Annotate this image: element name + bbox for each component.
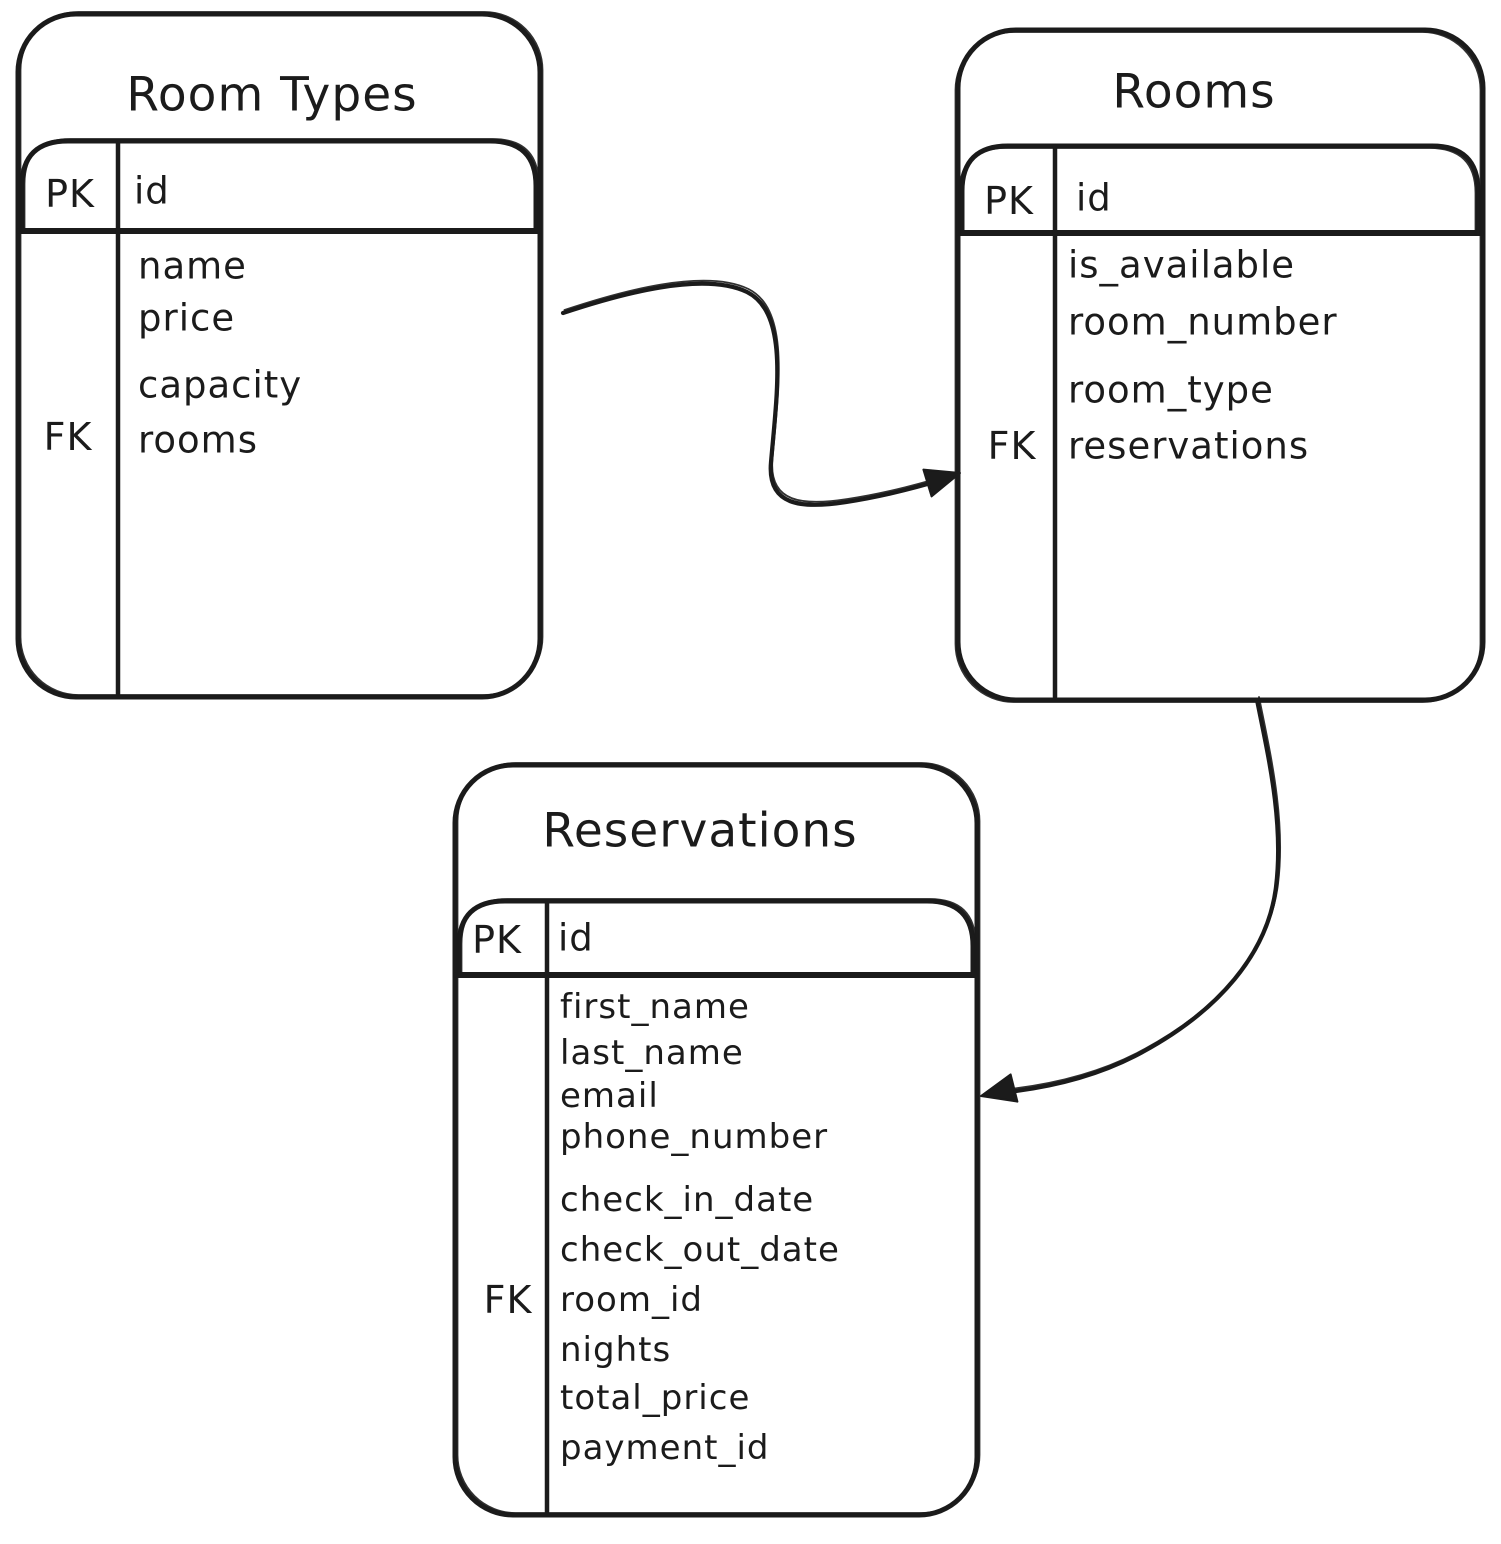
field-room-type: room_type [1068, 368, 1274, 412]
table-title-rooms: Rooms [1112, 64, 1276, 120]
field-room-id: room_id [560, 1280, 703, 1320]
field-capacity: capacity [138, 363, 303, 407]
field-rooms: rooms [138, 418, 258, 462]
field-email: email [560, 1076, 659, 1116]
pk-label: PK [45, 172, 95, 216]
field-check-in-date: check_in_date [560, 1180, 815, 1220]
fk-label: FK [43, 415, 93, 459]
field-check-out-date: check_out_date [560, 1230, 840, 1270]
table-reservations-shape [452, 762, 981, 1518]
field-reservations: reservations [1068, 424, 1310, 468]
fk-label: FK [483, 1278, 533, 1322]
pk-field-id: id [1076, 176, 1112, 220]
table-rooms-shape [954, 27, 1486, 703]
field-phone-number: phone_number [560, 1117, 829, 1157]
pk-label: PK [472, 918, 522, 962]
field-price: price [138, 296, 236, 340]
pk-label: PK [984, 179, 1034, 223]
table-room-types-shape [15, 11, 544, 700]
table-title-room-types: Room Types [126, 67, 418, 123]
fk-label: FK [987, 424, 1037, 468]
relationship-arrow-roomtypes-to-rooms [560, 279, 961, 507]
field-first-name: first_name [560, 987, 750, 1027]
field-is-available: is_available [1068, 243, 1296, 287]
field-last-name: last_name [560, 1033, 744, 1073]
field-payment-id: payment_id [560, 1428, 770, 1468]
field-nights: nights [560, 1330, 672, 1370]
pk-field-id: id [134, 169, 170, 213]
relationship-arrow-rooms-to-reservations [980, 696, 1282, 1103]
table-title-reservations: Reservations [542, 803, 858, 859]
field-room-number: room_number [1068, 300, 1338, 344]
field-name: name [138, 244, 247, 288]
field-total-price: total_price [560, 1378, 751, 1418]
pk-field-id: id [558, 916, 594, 960]
